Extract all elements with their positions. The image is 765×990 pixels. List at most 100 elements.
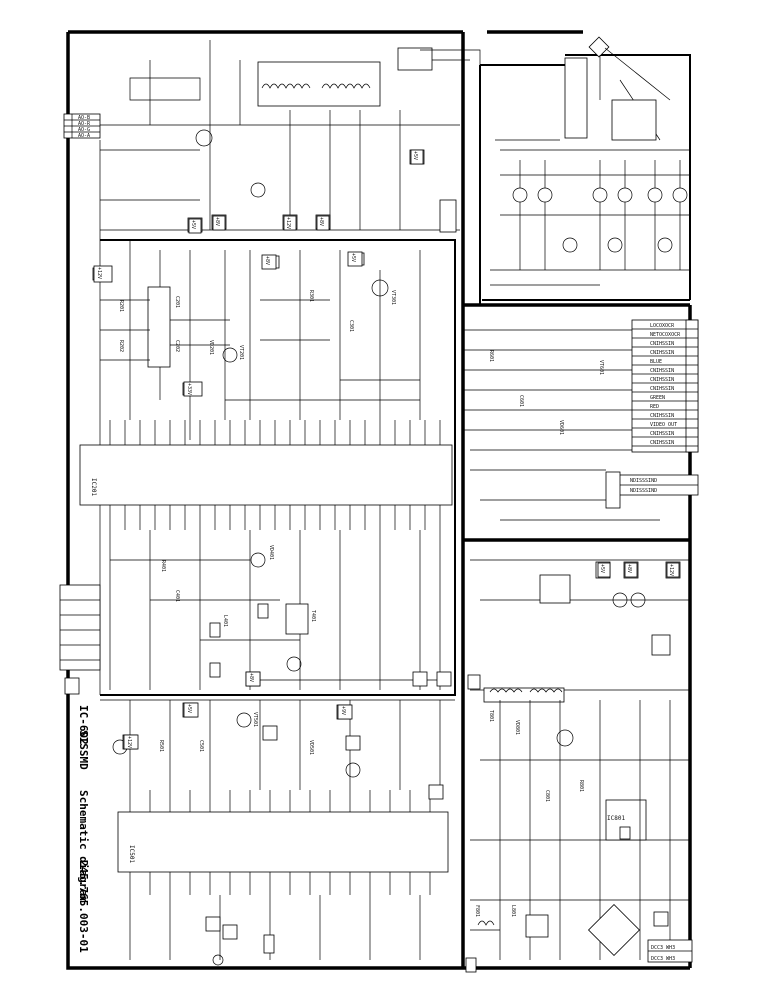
- svg-text:+8V: +8V: [318, 217, 324, 226]
- io-label-1: AO-B: [78, 115, 90, 121]
- svg-text:+5V: +5V: [599, 564, 605, 573]
- supply-badge: +5V: [410, 149, 424, 165]
- svg-text:+8V: +8V: [264, 256, 270, 265]
- ref-label: R301: [308, 290, 314, 302]
- ref-label: C601: [518, 395, 524, 407]
- ref-label: C801: [544, 790, 550, 802]
- ic-power-label: IC801: [607, 815, 625, 822]
- ref-label: VD401: [268, 545, 274, 560]
- ref-label: VD501: [308, 740, 314, 755]
- ic201-chip: IC201: [79, 420, 453, 530]
- rc-pin-10: RED: [650, 404, 659, 410]
- supply-badge: +8V: [245, 671, 261, 687]
- rc-pin-7: CNIHSSIN: [650, 377, 674, 383]
- svg-text:+33V: +33V: [186, 383, 192, 395]
- ref-label: R202: [118, 340, 124, 352]
- section-dividers: [100, 239, 464, 696]
- ref-label: L801: [510, 905, 516, 917]
- supply-badge: +12V: [666, 562, 680, 578]
- rc-pin-2: NETOCOXOCR: [650, 332, 681, 338]
- supply-badge: +8V: [316, 215, 330, 231]
- title-line3: IC-602: [77, 705, 90, 745]
- ref-label: F801: [474, 905, 480, 917]
- svg-text:+5V: +5V: [186, 704, 192, 713]
- rc-pin-9: GREEN: [650, 395, 665, 401]
- horizontal-deflection: [100, 40, 481, 233]
- supply-badge: +12V: [123, 734, 139, 750]
- ic201-pins-top: [109, 420, 441, 445]
- supply-badges: +8V +5V +12V +33V +8V +5V +12V +9V: [93, 149, 680, 750]
- supply-badge: +12V: [93, 265, 113, 283]
- ref-label: R401: [160, 560, 166, 572]
- left-column: [59, 140, 238, 695]
- ref-label: C401: [174, 590, 180, 602]
- supply-badge: +8V: [261, 254, 277, 270]
- supply-badge: +33V: [183, 381, 203, 397]
- rc-pin-14: CNIHSSIN: [650, 440, 674, 446]
- supply-badge: +5V: [347, 251, 363, 267]
- rc-pin-12: VIDEO OUT: [650, 422, 677, 428]
- power-supply: DCC3 WH3 DCC3 WH3 IC801: [465, 559, 693, 973]
- svg-text:+8V: +8V: [248, 673, 254, 682]
- title-line2: SISSMD: [77, 730, 90, 770]
- ref-label: R801: [578, 780, 584, 792]
- supply-badge: +9V: [337, 704, 353, 720]
- svg-text:+12V: +12V: [285, 217, 291, 229]
- io-label-3: AO-G: [78, 127, 90, 133]
- ref-label: VT201: [238, 345, 244, 360]
- svg-text:+8V: +8V: [214, 217, 220, 226]
- svg-text:+5V: +5V: [412, 151, 418, 160]
- ref-label: L401: [222, 615, 228, 627]
- ref-label: C201: [174, 296, 180, 308]
- power-conn-2: DCC3 WH3: [651, 956, 675, 962]
- supply-badge: +12V: [283, 215, 297, 231]
- svg-text:+8V: +8V: [626, 564, 632, 573]
- ref-label: R501: [158, 740, 164, 752]
- rmc-2: NDISSSIND: [630, 488, 657, 494]
- rc-pin-8: CNIHSSIN: [650, 386, 674, 392]
- ref-label: VT501: [252, 712, 258, 727]
- rc-pin-1: LOCOXOCR: [650, 323, 675, 329]
- ref-label: VT601: [598, 360, 604, 375]
- signal-processing: [187, 149, 425, 420]
- ref-label: VD801: [514, 720, 520, 735]
- rc-pin-6: CNIHSSIN: [650, 368, 674, 374]
- ic501-chip: IC501: [117, 790, 449, 895]
- ref-label: C501: [198, 740, 204, 752]
- drawing-title: Schematic diagram SISSMD IC-602 245.765.…: [77, 705, 90, 953]
- ic501-label: IC501: [128, 845, 135, 863]
- rc-pin-13: CNIHSSIN: [650, 431, 674, 437]
- rc-pin-4: CNIHSSIN: [650, 350, 674, 356]
- rgb-output-stage: [490, 139, 690, 286]
- ref-label: C202: [174, 340, 180, 352]
- supply-badge: +8V: [624, 562, 638, 578]
- ref-label: T801: [488, 710, 494, 722]
- ref-label: VD201: [208, 340, 214, 355]
- supply-badge: +8V: [212, 215, 226, 231]
- rc-pin-5: BLUE: [650, 359, 662, 365]
- ref-label: C301: [348, 320, 354, 332]
- io-label-2: AO-R: [78, 121, 91, 127]
- ref-label: T401: [310, 610, 316, 622]
- svg-text:+12V: +12V: [668, 564, 674, 576]
- ic201-label: IC201: [90, 478, 97, 496]
- svg-text:+5V: +5V: [350, 253, 356, 262]
- lower-middle: [109, 530, 452, 690]
- ref-label: VD601: [558, 420, 564, 435]
- io-connector-top: AO-B AO-R AO-G AO-A: [63, 113, 101, 139]
- ref-label: R201: [118, 300, 124, 312]
- drawing-number: 245.765.003-01: [77, 860, 90, 953]
- rmc-1: NDISSSIND: [630, 478, 657, 484]
- supply-badge: +5V: [597, 562, 611, 578]
- rc-pin-11: CNIHSSIN: [650, 413, 674, 419]
- connector-pin-rows: [632, 328, 698, 447]
- supply-badge: +5V: [183, 702, 199, 718]
- rc-pin-3: CNIHSSIN: [650, 341, 674, 347]
- supply-badge: +5V: [188, 218, 202, 234]
- svg-text:+12V: +12V: [96, 267, 102, 279]
- title-line1: Schematic diagram: [77, 790, 90, 903]
- right-connector-strip: LOCOXOCR NETOCOXOCR CNIHSSIN CNIHSSIN BL…: [463, 319, 699, 521]
- ic201-pins-bottom: [109, 505, 441, 530]
- svg-text:+5V: +5V: [190, 220, 196, 229]
